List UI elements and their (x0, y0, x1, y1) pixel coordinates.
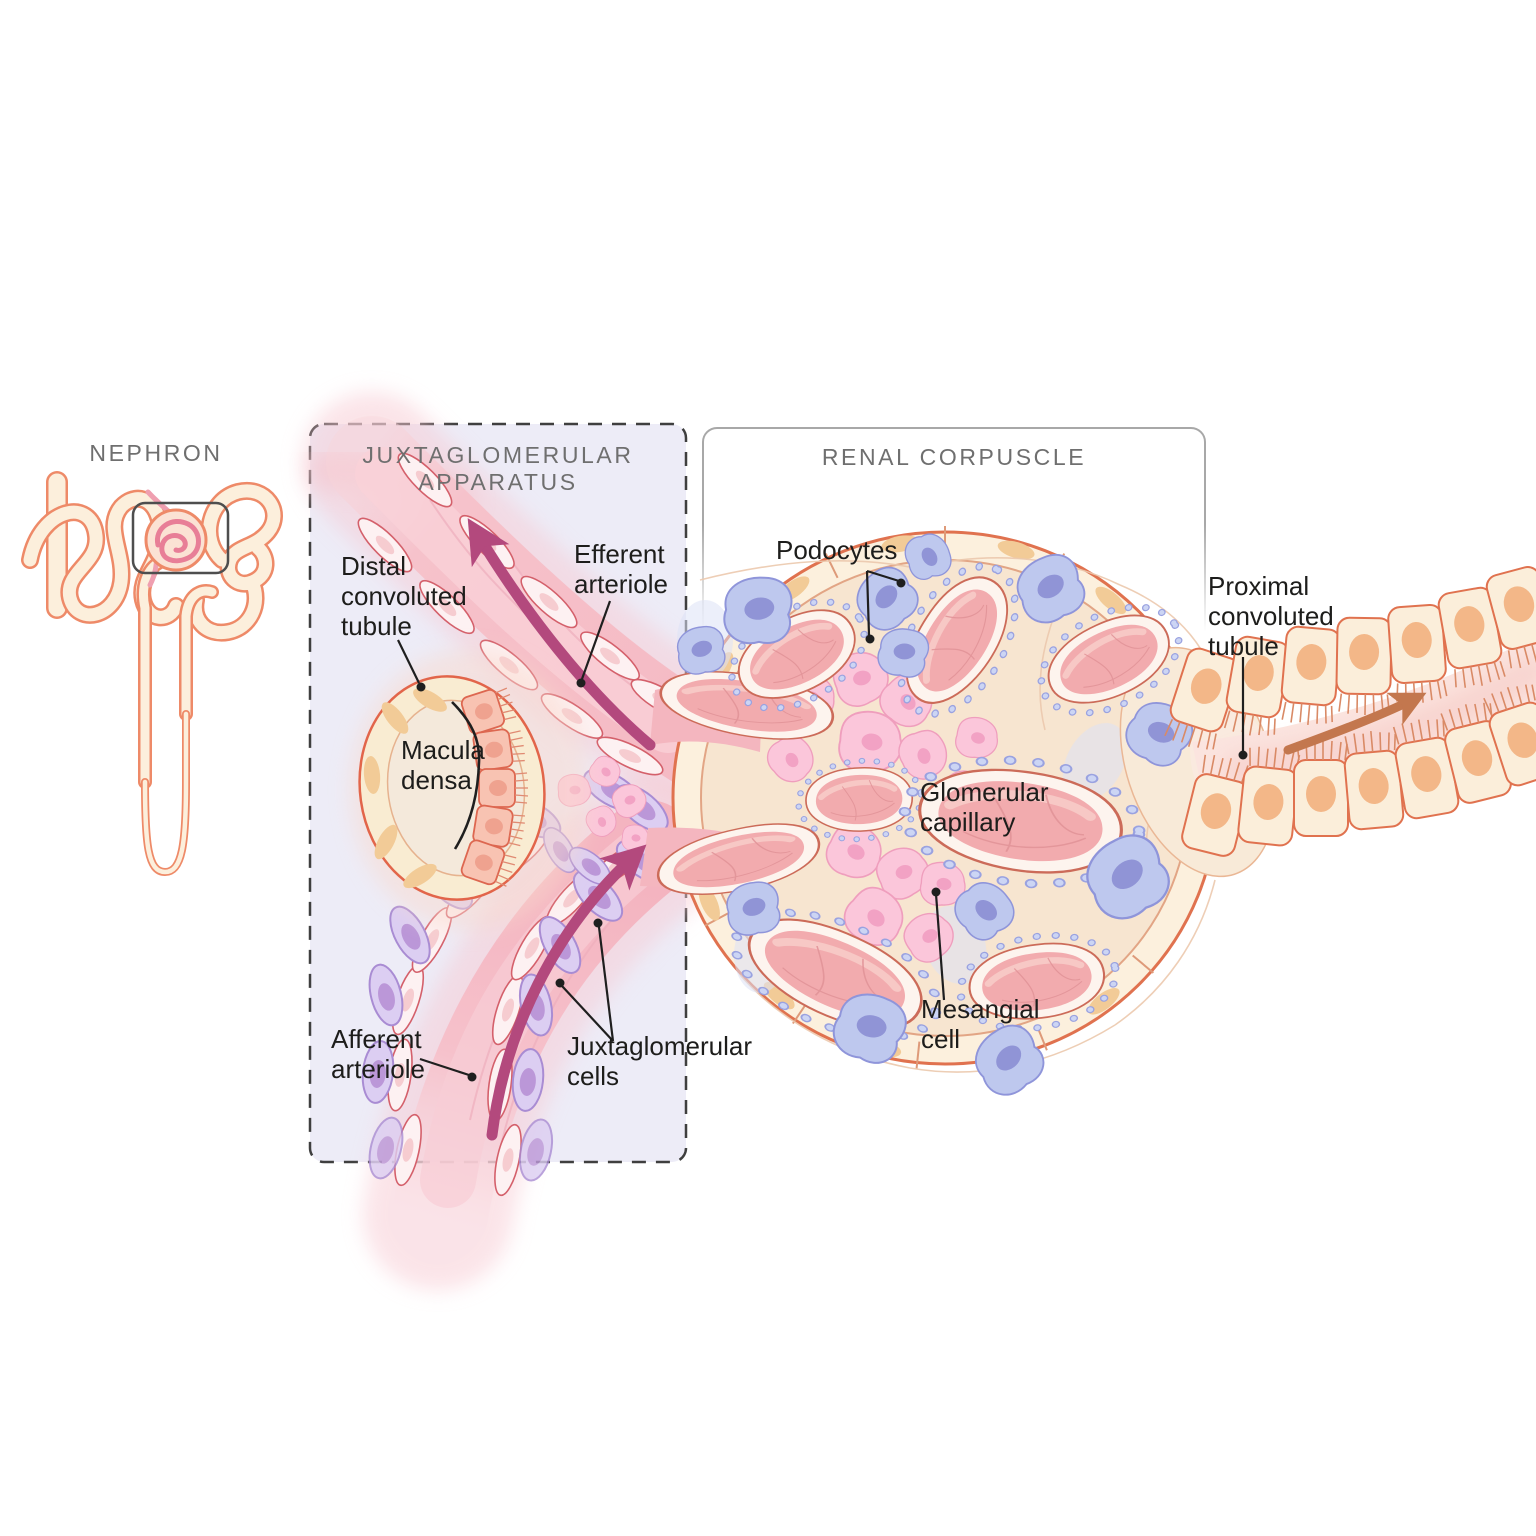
flow-arrows (467, 518, 1427, 1141)
label-juxtaglomerular-cells: Juxtaglomerular cells (567, 1031, 752, 1092)
label-afferent-arteriole: Afferent arteriole (331, 1024, 425, 1085)
afferent-blood-flow-arrow (486, 844, 647, 1141)
leader-lines (397, 569, 1248, 1082)
label-macula-densa: Macula densa (401, 735, 485, 796)
nephron-panel-title: NEPHRON (89, 440, 223, 466)
label-mesangial-cell: Mesangial cell (921, 994, 1040, 1055)
macula-densa-bracket (451, 701, 481, 850)
label-distal-convoluted-tubule: Distal convoluted tubule (341, 551, 467, 642)
renal-corpuscle-illustration (640, 526, 1277, 1104)
nephron-highlight-box (131, 501, 230, 575)
distal-tubule-cross-section (350, 650, 590, 930)
label-podocytes: Podocytes (776, 535, 898, 565)
jga-panel-title: JUXTAGLOMERULAR APPARATUS (362, 442, 634, 495)
label-proximal-convoluted-tubule: Proximal convoluted tubule (1208, 571, 1334, 662)
label-efferent-arteriole: Efferent arteriole (574, 539, 668, 600)
label-glomerular-capillary: Glomerular capillary (920, 777, 1049, 838)
nephron-inset-illustration (21, 462, 283, 876)
renal-corpuscle-panel-title: RENAL CORPUSCLE (821, 444, 1087, 470)
filtrate-flow-arrow (1283, 692, 1427, 755)
efferent-blood-flow-arrow (467, 518, 656, 751)
